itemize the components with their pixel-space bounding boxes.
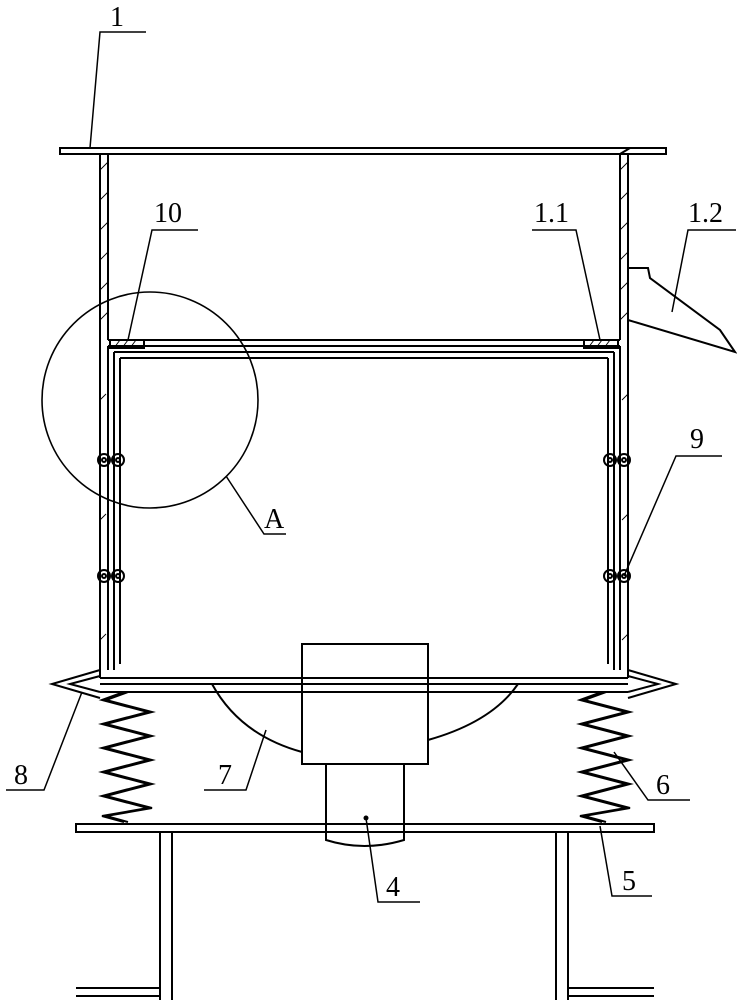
lower-frame [48, 669, 680, 699]
callout-labels: 1 1.1 1.2 4 5 6 7 8 9 10 A [14, 2, 723, 903]
callout-1-1: 1.1 [534, 198, 569, 229]
motor-housing [301, 643, 429, 765]
inner-frame [107, 346, 621, 670]
callout-8: 8 [14, 760, 28, 791]
leader-lines [6, 31, 736, 903]
callout-1-2: 1.2 [688, 198, 723, 229]
base [75, 823, 655, 1000]
callout-7: 7 [218, 760, 232, 791]
callout-1: 1 [110, 2, 124, 33]
wall-hatching [99, 161, 629, 641]
right-spring [576, 691, 634, 823]
vibration-motor [325, 764, 405, 847]
callout-a: A [264, 504, 285, 535]
callout-4: 4 [386, 872, 400, 903]
callout-6: 6 [656, 770, 670, 801]
clamp-bolts [97, 453, 631, 583]
callout-9: 9 [690, 424, 704, 455]
seal-hatching [113, 339, 611, 349]
callout-10: 10 [154, 198, 182, 229]
left-spring [98, 691, 156, 823]
screen-seals [109, 339, 619, 349]
bottom-dish [211, 683, 519, 753]
callout-5: 5 [622, 866, 636, 897]
detail-circle-a [41, 291, 259, 509]
upper-frame [59, 147, 667, 678]
discharge-chute [627, 267, 737, 354]
screen-mesh [108, 339, 620, 353]
